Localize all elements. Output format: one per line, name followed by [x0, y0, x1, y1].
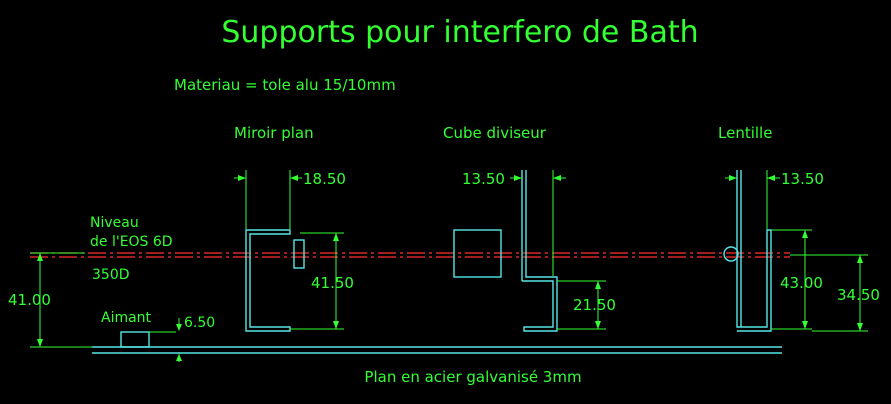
niveau-label-line3: 350D — [92, 267, 130, 283]
material-note: Materiau = tole alu 15/10mm — [174, 76, 396, 94]
dim-3450-arrow-bottom — [857, 323, 863, 331]
dim-650-text: 6.50 — [184, 315, 215, 331]
lens-support-profile — [736, 170, 772, 332]
niveau-label-line2: de l'EOS 6D — [90, 234, 173, 250]
dim-4100-arrow-top — [37, 253, 43, 261]
dim-2150-arrow-top — [595, 281, 601, 289]
dim-2150-arrow-bottom — [595, 321, 601, 329]
label-cube-diviseur: Cube diviseur — [443, 124, 547, 142]
niveau-label-line1: Niveau — [90, 215, 139, 231]
miroir-support-profile — [245, 229, 291, 332]
dim-4150-text: 41.50 — [311, 274, 354, 292]
aimant-label: Aimant — [101, 310, 152, 326]
dim-1350a-arrow-right — [553, 175, 561, 181]
magnet-block — [120, 331, 150, 348]
dim-4100-text: 41.00 — [8, 291, 51, 309]
dim-1350b-arrow-right — [767, 175, 775, 181]
dim-4300-arrow-top — [802, 230, 808, 238]
base-plate-label: Plan en acier galvanisé 3mm — [364, 368, 581, 386]
beam-splitter-cube — [453, 229, 502, 278]
dim-4100-arrow-bottom — [37, 339, 43, 347]
dim-3450-text: 34.50 — [837, 286, 880, 304]
label-lentille: Lentille — [718, 124, 772, 142]
dim-1350b-arrow-left — [729, 175, 737, 181]
dim-4300-arrow-bottom — [802, 321, 808, 329]
dim-1350a-text: 13.50 — [462, 170, 505, 188]
dim-650-arrow-top — [176, 324, 182, 331]
dim-1850-arrow-right — [290, 175, 298, 181]
label-miroir-plan: Miroir plan — [234, 124, 314, 142]
cube-support-profile — [522, 170, 558, 332]
dim-650-arrow-bottom — [176, 354, 182, 361]
miroir-mirror-slot — [293, 239, 305, 269]
drawing-title: Supports pour interfero de Bath — [221, 15, 698, 50]
dim-4150-arrow-top — [333, 233, 339, 241]
dim-1350a-arrow-left — [514, 175, 522, 181]
dim-1850-text: 18.50 — [303, 170, 346, 188]
dim-1850-arrow-left — [238, 175, 246, 181]
dim-4300-text: 43.00 — [780, 274, 823, 292]
dim-2150-text: 21.50 — [573, 296, 616, 314]
dim-3450-arrow-top — [857, 255, 863, 263]
dim-4150-arrow-bottom — [333, 321, 339, 329]
dim-1350b-text: 13.50 — [781, 170, 824, 188]
lens-circle — [723, 246, 739, 262]
